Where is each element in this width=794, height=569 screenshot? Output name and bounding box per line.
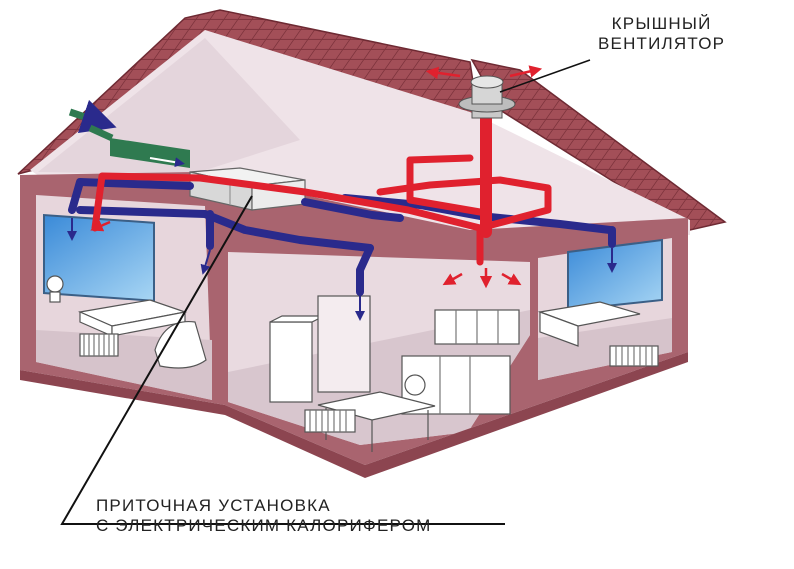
fresh-air-inlet-duct	[68, 99, 190, 168]
supply-unit-label-line2: С ЭЛЕКТРИЧЕСКИМ КАЛОРИФЕРОМ	[96, 516, 432, 535]
furniture	[46, 275, 659, 452]
window-right	[567, 238, 663, 312]
supply-air-arrows	[67, 218, 617, 321]
exhaust-ducts	[91, 112, 552, 266]
supply-unit-leader-line	[60, 195, 505, 525]
roof-fan-leader-line	[499, 59, 591, 93]
roof-fan-label-line2: ВЕНТИЛЯТОР	[598, 34, 726, 53]
exhaust-air-arrows	[90, 65, 543, 289]
supply-unit-label: ПРИТОЧНАЯ УСТАНОВКА С ЭЛЕКТРИЧЕСКИМ КАЛО…	[96, 496, 432, 536]
roof-fan	[458, 75, 516, 119]
roof-fan-label: КРЫШНЫЙ ВЕНТИЛЯТОР	[598, 14, 725, 54]
roof-fan-label-line1: КРЫШНЫЙ	[611, 14, 712, 33]
supply-unit-label-line1: ПРИТОЧНАЯ УСТАНОВКА	[96, 496, 331, 515]
